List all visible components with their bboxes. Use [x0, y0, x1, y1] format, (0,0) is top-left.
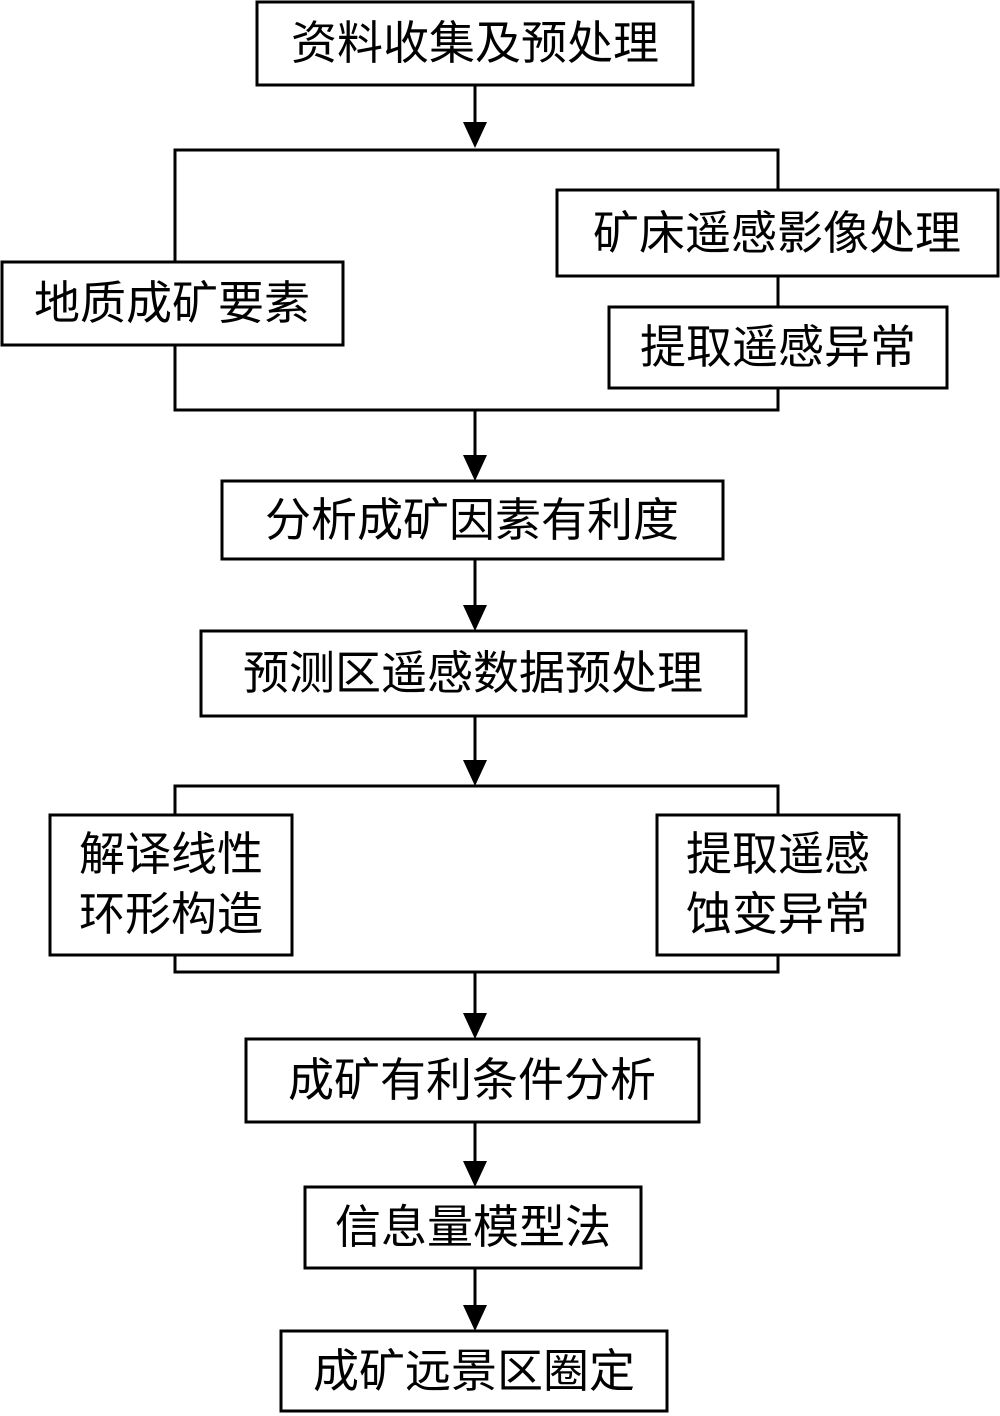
node-extract-anomaly-label: 提取遥感异常 — [640, 320, 916, 374]
node-favorability-analysis: 分析成矿因素有利度 — [220, 479, 725, 561]
arrowhead-7 — [463, 1305, 487, 1331]
arrowhead-6 — [463, 1161, 487, 1187]
node-prospect-delineation-label: 成矿远景区圈定 — [313, 1344, 635, 1398]
connectors — [173, 85, 780, 1331]
node-geology-factors: 地质成矿要素 — [0, 260, 345, 347]
node-extract-alteration-line1: 提取遥感 — [686, 827, 870, 881]
node-collect-label: 资料收集及预处理 — [291, 16, 659, 70]
node-extract-anomaly: 提取遥感异常 — [607, 305, 949, 390]
node-geology-factors-label: 地质成矿要素 — [34, 276, 310, 330]
node-prediction-preprocess: 预测区遥感数据预处理 — [199, 629, 748, 718]
node-deposit-image-processing-label: 矿床遥感影像处理 — [593, 206, 961, 260]
node-favorable-conditions: 成矿有利条件分析 — [244, 1037, 701, 1124]
node-favorability-analysis-label: 分析成矿因素有利度 — [265, 493, 679, 547]
arrowhead-2 — [463, 455, 487, 481]
merge-bracket-2 — [173, 955, 780, 974]
node-extract-alteration-line2: 蚀变异常 — [686, 887, 870, 941]
node-interpret-structures: 解译线性 环形构造 — [48, 813, 294, 957]
node-deposit-image-processing: 矿床遥感影像处理 — [555, 188, 1000, 278]
node-extract-alteration: 提取遥感 蚀变异常 — [655, 813, 901, 957]
node-interpret-structures-line1: 解译线性 — [79, 827, 263, 881]
arrowhead-1 — [463, 122, 487, 148]
split-bracket-1 — [173, 148, 780, 262]
node-collect: 资料收集及预处理 — [255, 0, 695, 87]
node-info-model-label: 信息量模型法 — [335, 1200, 611, 1254]
split-bracket-2 — [173, 784, 780, 815]
node-info-model: 信息量模型法 — [303, 1185, 643, 1270]
arrowhead-4 — [463, 760, 487, 786]
node-interpret-structures-line2: 环形构造 — [79, 887, 263, 941]
node-prediction-preprocess-label: 预测区遥感数据预处理 — [243, 646, 703, 700]
node-prospect-delineation: 成矿远景区圈定 — [279, 1329, 669, 1413]
node-favorable-conditions-label: 成矿有利条件分析 — [288, 1053, 656, 1107]
arrowhead-5 — [463, 1013, 487, 1039]
arrowhead-3 — [463, 605, 487, 631]
